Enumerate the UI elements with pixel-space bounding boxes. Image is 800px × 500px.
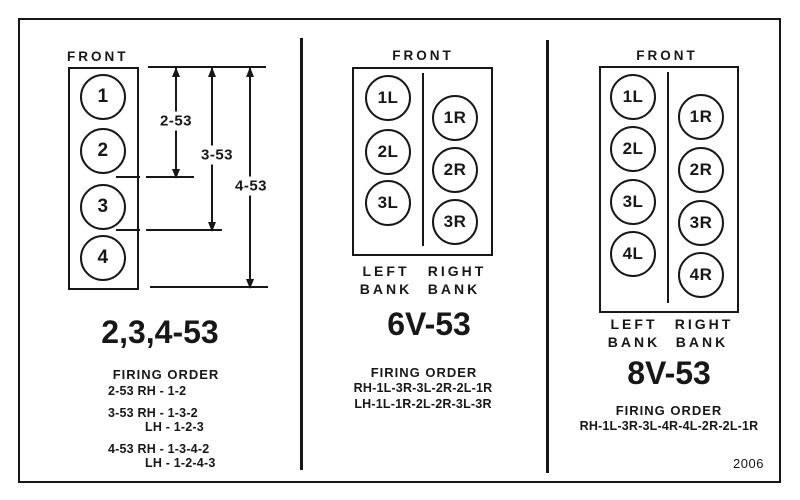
firing-order-heading-v6: FIRING ORDER: [370, 365, 478, 380]
cylinder-3R: 3R: [432, 199, 478, 245]
firing-order-line: 2-53 RH - 1-2: [108, 384, 187, 398]
cylinder-1R: 1R: [432, 95, 478, 141]
dimension-label-4-53: 4-53: [230, 176, 272, 196]
cylinder-2R: 2R: [678, 147, 724, 193]
cylinder-2L: 2L: [365, 129, 411, 175]
firing-order-line: LH - 1-2-4-3: [145, 456, 216, 470]
panel-title-v8: 8V-53: [627, 355, 711, 391]
firing-order-heading-inline: FIRING ORDER: [112, 367, 220, 382]
front-label-inline: FRONT: [67, 49, 129, 64]
cylinder-1R: 1R: [678, 94, 724, 140]
left-bank-label-word1-v8: LEFT: [610, 316, 658, 332]
figure-number: 2006: [733, 456, 764, 471]
block-split-tick-upper: [116, 176, 140, 178]
firing-order-heading-v8: FIRING ORDER: [615, 403, 723, 418]
cylinder-3L: 3L: [365, 180, 411, 226]
firing-order-line: LH - 1-2-3: [145, 420, 204, 434]
dimension-label-3-53: 3-53: [196, 145, 238, 165]
left-bank-label-word1-v6: LEFT: [362, 263, 410, 279]
panel-title-inline: 2,3,4-53: [101, 314, 219, 350]
bank-divider-v6: [422, 73, 424, 246]
front-label-v6: FRONT: [392, 48, 454, 63]
firing-order-line: 4-53 RH - 1-3-4-2: [108, 442, 210, 456]
panel-title-v6: 6V-53: [387, 306, 471, 342]
cylinder-1: 1: [80, 74, 126, 120]
left-bank-label-word2-v8: BANK: [607, 334, 661, 350]
panel-divider-right: [546, 40, 549, 473]
right-bank-label-word1-v8: RIGHT: [674, 316, 734, 332]
firing-order-line: 3-53 RH - 1-3-2: [108, 406, 198, 420]
cylinder-3: 3: [80, 184, 126, 230]
dimension-label-2-53: 2-53: [155, 111, 197, 131]
right-bank-label-word2-v6: BANK: [427, 281, 481, 297]
firing-order-line: RH-1L-3R-3L-2R-2L-1R: [353, 381, 493, 395]
cylinder-1L: 1L: [365, 75, 411, 121]
dimension-line-2-53-end: [146, 176, 194, 178]
cylinder-4L: 4L: [610, 231, 656, 277]
cylinder-3R: 3R: [678, 200, 724, 246]
front-label-v8: FRONT: [636, 48, 698, 63]
left-bank-label-word2-v6: BANK: [359, 281, 413, 297]
dimension-reference-line-top: [148, 66, 266, 68]
cylinder-1L: 1L: [610, 74, 656, 120]
cylinder-2: 2: [80, 128, 126, 174]
right-bank-label-word1-v6: RIGHT: [427, 263, 487, 279]
firing-order-line: LH-1L-1R-2L-2R-3L-3R: [354, 397, 492, 411]
block-split-tick-lower: [116, 229, 140, 231]
cylinder-2R: 2R: [432, 147, 478, 193]
panel-divider-left: [300, 38, 303, 470]
cylinder-2L: 2L: [610, 126, 656, 172]
firing-order-line: RH-1L-3R-3L-4R-4L-2R-2L-1R: [579, 419, 759, 433]
right-bank-label-word2-v8: BANK: [675, 334, 729, 350]
cylinder-4R: 4R: [678, 252, 724, 298]
cylinder-4: 4: [80, 235, 126, 281]
cylinder-3L: 3L: [610, 179, 656, 225]
dimension-line-3-53-end: [146, 229, 222, 231]
bank-divider-v8: [667, 72, 669, 303]
dimension-line-4-53-end: [150, 286, 268, 288]
